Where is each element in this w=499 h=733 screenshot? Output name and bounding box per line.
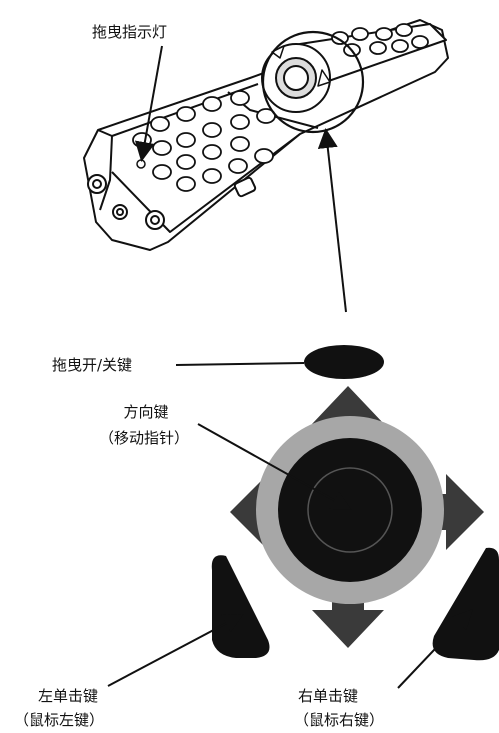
zoom-pointer [317,128,347,313]
joystick-pad-icon [211,345,499,661]
direction-key-label: 方向键 [123,403,169,421]
drag-onoff-key-shape [304,345,384,379]
drag-indicator-label: 拖曳指示灯 [92,23,168,41]
right-click-key-shape [432,547,499,661]
drag-onoff-pointer [175,362,305,366]
left-click-pointer [107,614,244,687]
arrow-right-icon [432,474,484,550]
right-click-key-label: 右单击键 [298,687,359,705]
left-click-key-shape [211,555,270,658]
arrow-down-icon [312,596,384,648]
drag-onoff-key-label: 拖曳开/关键 [52,356,133,374]
drag-indicator-pointer [134,45,163,162]
direction-key-pointer [197,423,352,510]
right-click-key-sublabel: （鼠标右键） [294,711,385,729]
right-click-pointer [397,609,473,689]
arrow-up-icon [312,386,384,438]
left-click-key-sublabel: （鼠标左键） [14,711,105,729]
remote-control-icon [83,19,449,251]
left-click-key-label: 左单击键 [38,687,99,705]
direction-key-sublabel: （移动指针） [98,429,189,447]
arrow-left-icon [230,474,282,550]
